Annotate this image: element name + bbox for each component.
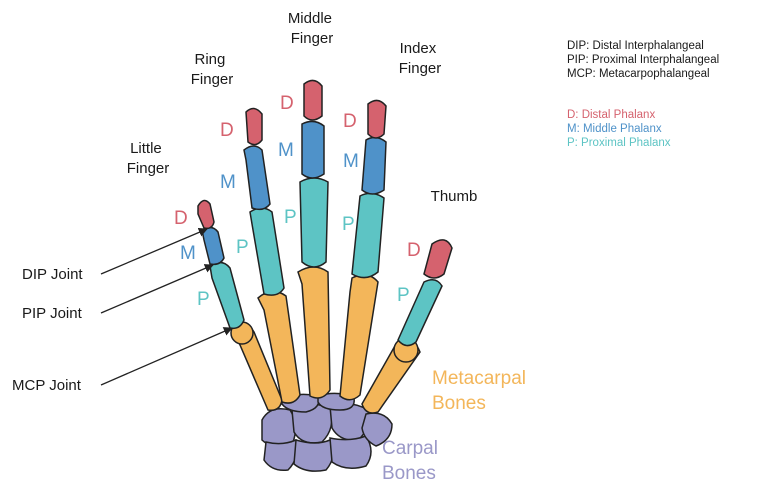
legend: DIP: Distal Interphalangeal PIP: Proxima… xyxy=(567,40,719,149)
legend-middle: M: Middle Phalanx xyxy=(567,123,662,135)
metacarpal-bones-label: Metacarpal Bones xyxy=(432,368,531,414)
middle-middle-letter: M xyxy=(278,140,294,161)
middle-distal-letter: D xyxy=(280,93,294,114)
ring-distal-phalanx xyxy=(246,108,262,144)
little-finger-label: Little Finger xyxy=(127,140,170,177)
index-proximal-phalanx xyxy=(352,193,384,277)
middle-proximal-letter: P xyxy=(284,207,297,228)
index-distal-phalanx xyxy=(368,100,386,138)
index-middle-letter: M xyxy=(343,151,359,172)
ring-proximal-letter: P xyxy=(236,237,249,258)
little-distal-phalanx xyxy=(198,200,214,228)
carpal-bone xyxy=(330,436,371,468)
carpal-bones-label: Carpal Bones xyxy=(382,438,443,484)
legend-dip: DIP: Distal Interphalangeal xyxy=(567,40,704,52)
legend-distal: D: Distal Phalanx xyxy=(567,109,655,121)
carpal-bone xyxy=(264,440,297,470)
little-proximal-letter: P xyxy=(197,289,210,310)
legend-proximal: P: Proximal Phalanx xyxy=(567,137,671,149)
index-finger-label: Index Finger xyxy=(399,40,442,77)
little-middle-letter: M xyxy=(180,243,196,264)
little-proximal-phalanx xyxy=(210,262,244,328)
little-distal-letter: D xyxy=(174,208,188,229)
ring-middle-phalanx xyxy=(244,146,270,209)
pip-joint-label: PIP Joint xyxy=(22,305,83,322)
carpal-bone xyxy=(294,440,333,471)
dip-joint-label: DIP Joint xyxy=(22,266,83,283)
middle-distal-phalanx xyxy=(304,80,322,120)
thumb-distal-letter: D xyxy=(407,240,421,261)
mcp-joint-label: MCP Joint xyxy=(12,377,82,394)
middle-proximal-phalanx xyxy=(300,178,328,267)
little-middle-phalanx xyxy=(202,227,224,264)
thumb-proximal-letter: P xyxy=(397,285,410,306)
legend-pip: PIP: Proximal Interphalangeal xyxy=(567,54,719,66)
index-distal-letter: D xyxy=(343,111,357,132)
ring-distal-letter: D xyxy=(220,120,234,141)
thumb-distal-phalanx xyxy=(424,240,452,278)
legend-mcp: MCP: Metacarpophalangeal xyxy=(567,68,710,80)
index-metacarpal xyxy=(340,275,378,400)
mcp-joint-arrow xyxy=(101,328,232,385)
ring-middle-letter: M xyxy=(220,172,236,193)
middle-middle-phalanx xyxy=(302,121,324,178)
ring-proximal-phalanx xyxy=(250,208,284,295)
middle-metacarpal xyxy=(298,267,330,398)
index-proximal-letter: P xyxy=(342,214,355,235)
ring-finger-label: Ring Finger xyxy=(191,51,234,88)
index-middle-phalanx xyxy=(362,137,386,194)
middle-finger-label: Middle Finger xyxy=(288,10,336,47)
thumb-label: Thumb xyxy=(431,188,478,205)
